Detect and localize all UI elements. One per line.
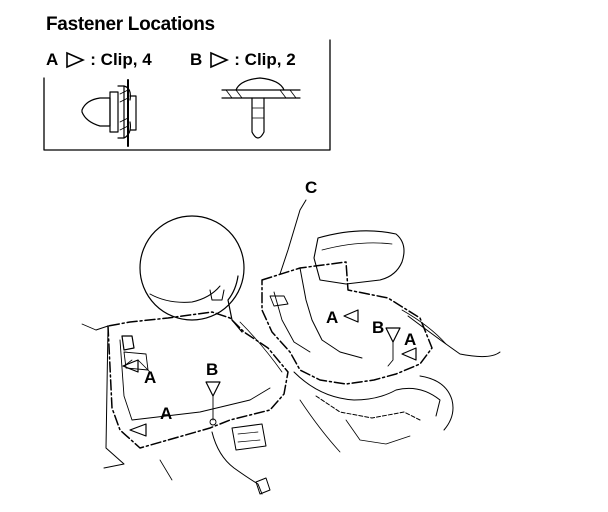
legend-b: B : Clip, 2 [190, 50, 296, 70]
clip-b-icon [221, 77, 301, 139]
diagram-title: Fastener Locations [46, 14, 215, 35]
legend-b-letter: B [190, 50, 203, 69]
legend-a: A : Clip, 4 [46, 50, 152, 70]
legend-a-text: : Clip, 4 [90, 50, 152, 69]
legend-a-letter: A [46, 50, 59, 69]
callout-a-2: A [160, 404, 173, 423]
triangle-marker-icon [210, 51, 230, 69]
clip-a-icon [81, 79, 137, 147]
legend-frame [43, 39, 331, 151]
callout-a-4: A [404, 330, 417, 349]
callout-b-1: B [206, 360, 219, 379]
callout-a-1: A [144, 368, 157, 387]
callout-a-3: A [326, 308, 339, 327]
triangle-marker-icon [66, 51, 86, 69]
callout-c: C [305, 178, 318, 197]
callout-b-2: B [372, 318, 385, 337]
detail-circle [139, 215, 245, 321]
legend-b-text: : Clip, 2 [234, 50, 296, 69]
